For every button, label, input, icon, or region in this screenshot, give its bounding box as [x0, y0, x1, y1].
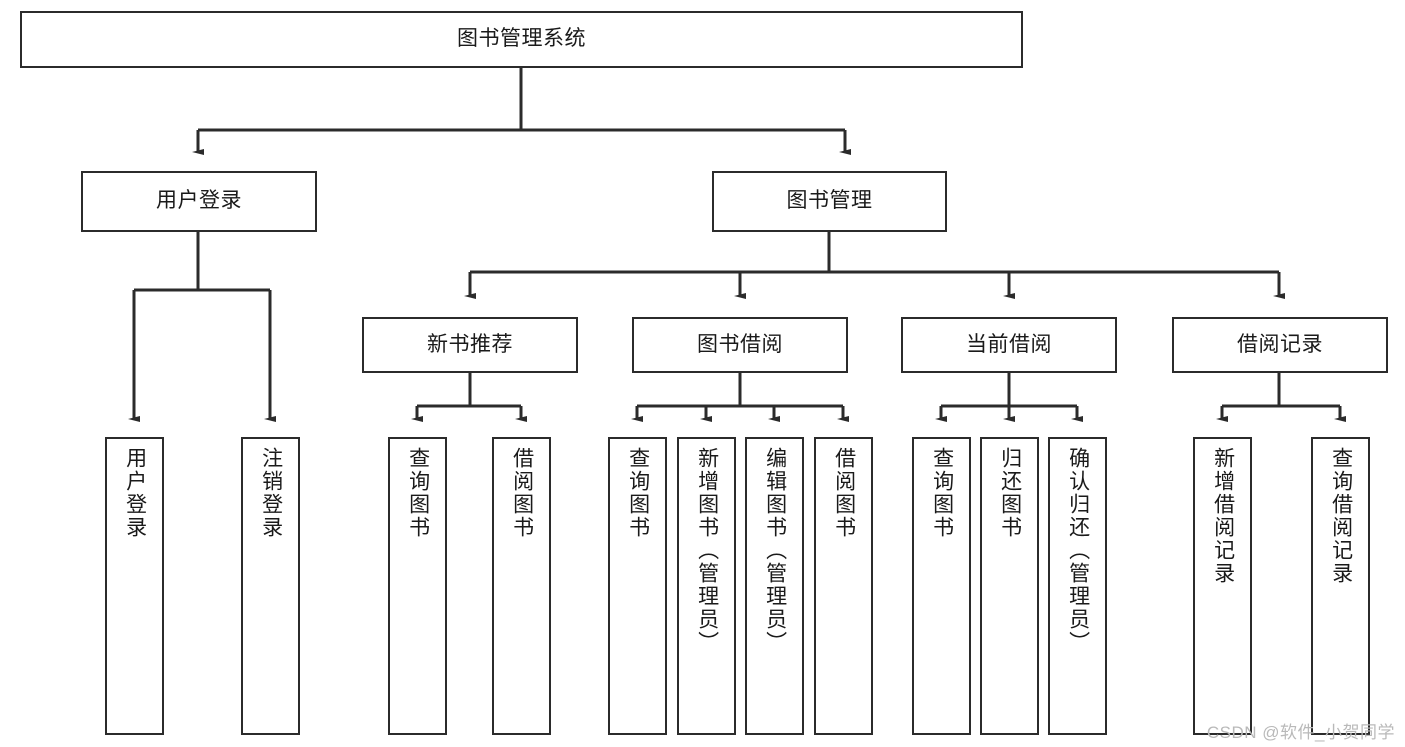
- node-leaf-query-book-borrow[interactable]: 查询图书: [608, 437, 667, 735]
- node-book-borrow[interactable]: 图书借阅: [632, 317, 848, 373]
- node-leaf-logout[interactable]: 注销登录: [241, 437, 300, 735]
- node-label: 新增借阅记录: [1211, 447, 1235, 585]
- node-leaf-query-borrow-record[interactable]: 查询借阅记录: [1311, 437, 1370, 735]
- node-leaf-query-book-current[interactable]: 查询图书: [912, 437, 971, 735]
- node-label: 借阅记录: [1237, 332, 1323, 356]
- node-label: 当前借阅: [966, 332, 1052, 356]
- node-label: 编辑图书（管理员）: [763, 447, 787, 654]
- node-label: 图书借阅: [697, 332, 783, 356]
- node-label: 用户登录: [123, 447, 147, 539]
- node-label: 归还图书: [998, 447, 1022, 539]
- node-label: 新书推荐: [427, 332, 513, 356]
- node-current-borrow[interactable]: 当前借阅: [901, 317, 1117, 373]
- node-root-system[interactable]: 图书管理系统: [20, 11, 1023, 68]
- node-borrow-record[interactable]: 借阅记录: [1172, 317, 1388, 373]
- node-label: 查询图书: [626, 447, 650, 539]
- node-new-book-recommend[interactable]: 新书推荐: [362, 317, 578, 373]
- node-leaf-return-book[interactable]: 归还图书: [980, 437, 1039, 735]
- node-label: 图书管理系统: [457, 27, 586, 51]
- node-book-management[interactable]: 图书管理: [712, 171, 947, 232]
- node-label: 查询图书: [406, 447, 430, 539]
- node-leaf-edit-book-admin[interactable]: 编辑图书（管理员）: [745, 437, 804, 735]
- node-leaf-borrow-book-new[interactable]: 借阅图书: [492, 437, 551, 735]
- node-label: 查询图书: [930, 447, 954, 539]
- node-user-login[interactable]: 用户登录: [81, 171, 317, 232]
- node-leaf-query-book-new[interactable]: 查询图书: [388, 437, 447, 735]
- node-leaf-add-borrow-record[interactable]: 新增借阅记录: [1193, 437, 1252, 735]
- node-label: 用户登录: [156, 189, 242, 213]
- node-leaf-borrow-book[interactable]: 借阅图书: [814, 437, 873, 735]
- node-label: 借阅图书: [510, 447, 534, 539]
- node-leaf-user-login[interactable]: 用户登录: [105, 437, 164, 735]
- node-label: 借阅图书: [832, 447, 856, 539]
- node-leaf-add-book-admin[interactable]: 新增图书（管理员）: [677, 437, 736, 735]
- node-label: 查询借阅记录: [1329, 447, 1353, 585]
- node-leaf-confirm-return-admin[interactable]: 确认归还（管理员）: [1048, 437, 1107, 735]
- node-label: 确认归还（管理员）: [1066, 447, 1090, 654]
- node-label: 注销登录: [259, 447, 283, 539]
- node-label: 新增图书（管理员）: [695, 447, 719, 654]
- node-label: 图书管理: [786, 189, 873, 213]
